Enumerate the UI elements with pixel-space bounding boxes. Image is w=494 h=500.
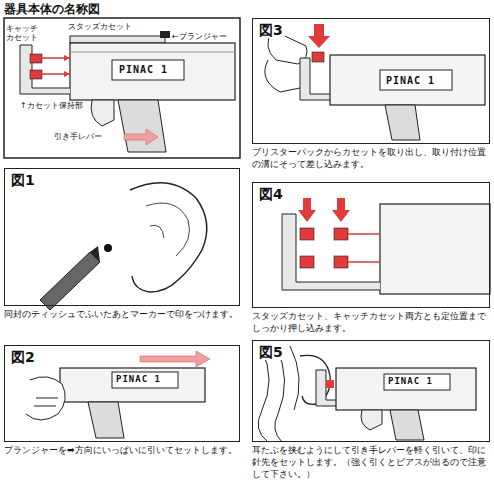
- gun-body: [60, 368, 205, 402]
- catch-cassette: [30, 70, 42, 79]
- gun-handle: [88, 402, 124, 438]
- cassette-holder: [316, 370, 336, 406]
- stud-pin: [348, 261, 380, 263]
- gun-nameplate: [380, 70, 452, 90]
- figure-caption: 耳たぶを挟むようにして引き手レバーを軽く引いて、印に針先をセットします。（強く引…: [252, 444, 488, 480]
- ear-inner: [150, 225, 164, 238]
- part-name: ←プランジャー: [172, 32, 238, 41]
- panel-frame: [4, 18, 240, 158]
- plunger-knob: [160, 31, 170, 38]
- figure-number: 図4: [257, 186, 285, 202]
- figure-panel: 図4スタッズカセット、キャッチカセット両方とも定位置までしっかり押し込みます。: [252, 182, 490, 308]
- device-name: PINAC 1: [386, 75, 448, 87]
- gun-body: [70, 43, 235, 100]
- marker-tip: [90, 246, 100, 262]
- stud-cassette: [334, 228, 348, 240]
- part-name: 引き手レバー: [54, 132, 124, 141]
- figure-panel: 図5耳たぶを挟むようにして引き手レバーを軽く引いて、印に針先をセットします。（強…: [252, 340, 490, 442]
- cassette-holder: [282, 214, 380, 290]
- gun-nameplate: [384, 374, 450, 390]
- figure-caption: ブリスターパックからカセットを取り出し、取り付け位置の溝にそって差し込みます。: [252, 146, 488, 170]
- figure-caption: スタッズカセット、キャッチカセット両方とも定位置までしっかり押し込みます。: [252, 310, 488, 334]
- figure-panel: 図1同封のティッシュでふいたあとマーカーで印をつけます。: [4, 168, 240, 306]
- gun-handle: [118, 100, 166, 152]
- hair: [290, 346, 299, 410]
- stud-pin: [348, 233, 380, 235]
- figure-number: 図3: [257, 22, 285, 38]
- hand: [26, 377, 65, 420]
- mark-dot: [104, 244, 112, 252]
- gun-handle: [385, 105, 420, 140]
- catch-cassette: [30, 54, 42, 63]
- pull-arrow: [124, 129, 158, 145]
- ear-inner: [146, 203, 190, 256]
- gun-top-ridge: [70, 36, 165, 43]
- gun-body: [330, 55, 485, 105]
- catch-cassette: [300, 228, 314, 240]
- device-name: PINAC 1: [119, 64, 181, 76]
- figure-number: 図2: [9, 349, 37, 365]
- gun-nameplate: [112, 372, 178, 388]
- pull-lever: [361, 410, 382, 430]
- hand-fingers: [34, 398, 58, 406]
- gun-line: [70, 52, 235, 53]
- cassette-holder: [20, 45, 70, 94]
- device-name: PINAC 1: [388, 376, 446, 386]
- diagram-title: 器具本体の名称図: [4, 1, 100, 18]
- figure-caption: 同封のティッシュでふいたあとマーカーで印をつけます。: [4, 308, 238, 320]
- part-name: スタッズカセット: [68, 22, 148, 31]
- hair: [275, 346, 285, 442]
- push-arrow: [298, 198, 316, 222]
- hand: [265, 60, 300, 92]
- hair: [258, 350, 269, 442]
- figure-number: 図1: [9, 172, 37, 188]
- figure-number: 図5: [257, 344, 285, 360]
- marker-pen: [40, 252, 100, 310]
- cassette-holder: [300, 58, 330, 100]
- catch-cassette: [300, 256, 314, 268]
- device-name: PINAC 1: [116, 374, 174, 384]
- figure-panel: 図2プランジャーを➡方向にいっぱいに引いてセットします。: [4, 345, 240, 442]
- push-arrow: [332, 198, 350, 222]
- gun-nameplate: [112, 60, 184, 80]
- figure-caption: プランジャーを➡方向にいっぱいに引いてセットします。: [4, 444, 238, 456]
- arrow-head: [64, 55, 70, 61]
- cassette: [312, 52, 324, 62]
- gun-body: [380, 204, 490, 294]
- ear-outline: [130, 183, 207, 292]
- part-name: ↑カセット保持部: [20, 101, 110, 110]
- gun-handle: [390, 410, 424, 440]
- pull-direction-arrow: [140, 351, 210, 367]
- stud-cassette: [334, 256, 348, 268]
- insert-arrow: [308, 24, 330, 48]
- arrow-head: [64, 71, 70, 77]
- part-name: キャッチ カセット: [6, 24, 42, 42]
- pull-lever: [91, 100, 114, 126]
- figure-panel: 図3ブリスターパックからカセットを取り出し、取り付け位置の溝にそって差し込みます…: [252, 18, 490, 144]
- cassette: [326, 380, 334, 388]
- gun-body: [336, 368, 476, 410]
